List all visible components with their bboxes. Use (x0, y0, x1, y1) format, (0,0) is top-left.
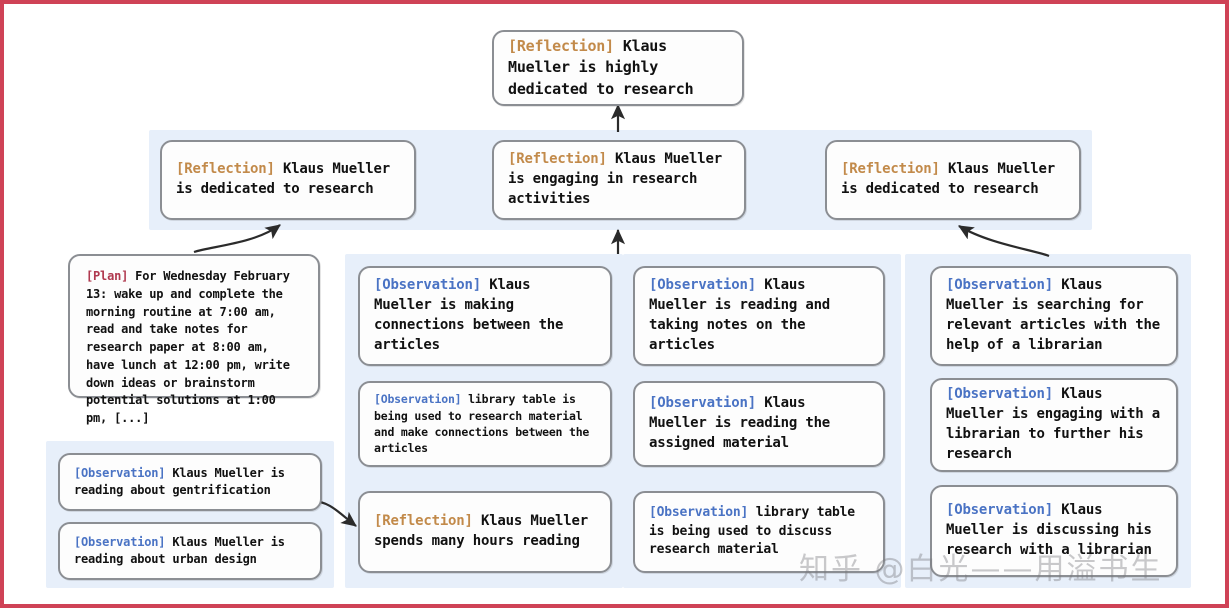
left-column-item-2[interactable]: [Observation] library table is being use… (358, 381, 612, 467)
bottom-left-observation-2[interactable]: [Observation] Klaus Mueller is reading a… (58, 522, 322, 580)
plan-tag: [Plan] (86, 269, 129, 283)
reflection-2-body: Klaus Mueller is engaging in research ac… (508, 151, 722, 207)
center-column-item-1-text: [Observation] Klaus Mueller is reading a… (649, 276, 869, 356)
center-column-item-3[interactable]: [Observation] library table is being use… (633, 491, 885, 573)
reflection-3-body: Klaus Mueller is dedicated to research (841, 161, 1055, 197)
center-column-item-2-text: [Observation] Klaus Mueller is reading t… (649, 394, 869, 454)
reflection-tag: [Reflection] (508, 37, 614, 56)
reflection-tag: [Reflection] (841, 161, 940, 178)
left-column-item-3-text: [Reflection] Klaus Mueller spends many h… (374, 512, 596, 552)
bottom-left-observation-1[interactable]: [Observation] Klaus Mueller is reading a… (58, 453, 322, 511)
center-column-item-2-body: Klaus Mueller is reading the assigned ma… (649, 395, 831, 451)
reflection-tag: [Reflection] (374, 513, 473, 530)
observation-tag: [Observation] (946, 502, 1053, 519)
reflection-node-3[interactable]: [Reflection] Klaus Mueller is dedicated … (825, 140, 1081, 220)
reflection-node-2[interactable]: [Reflection] Klaus Mueller is engaging i… (492, 140, 746, 220)
right-column-item-1-text: [Observation] Klaus Mueller is searching… (946, 276, 1162, 356)
right-column-item-2[interactable]: [Observation] Klaus Mueller is engaging … (930, 378, 1178, 472)
right-column-item-2-body: Klaus Mueller is engaging with a librari… (946, 386, 1160, 462)
arrow-right-column-to-right-reflection (958, 225, 1050, 258)
observation-tag: [Observation] (374, 277, 481, 294)
observation-tag: [Observation] (946, 386, 1053, 403)
reflection-3-text: [Reflection] Klaus Mueller is dedicated … (841, 160, 1065, 200)
left-column-item-1-text: [Observation] Klaus Mueller is making co… (374, 276, 596, 356)
left-column-item-3[interactable]: [Reflection] Klaus Mueller spends many h… (358, 491, 612, 573)
bottom-left-observation-1-text: [Observation] Klaus Mueller is reading a… (74, 465, 306, 499)
center-column-item-1-body: Klaus Mueller is reading and taking note… (649, 277, 831, 353)
observation-tag: [Observation] (74, 465, 166, 480)
reflection-tag: [Reflection] (176, 161, 275, 178)
right-column-item-1-body: Klaus Mueller is searching for relevant … (946, 277, 1160, 353)
right-column-item-3-text: [Observation] Klaus Mueller is discussin… (946, 501, 1162, 561)
plan-text: [Plan] For Wednesday February 13: wake u… (86, 268, 302, 428)
reflection-2-text: [Reflection] Klaus Mueller is engaging i… (508, 150, 730, 210)
bottom-left-observation-2-body: Klaus Mueller is reading about urban des… (74, 534, 285, 566)
reflection-1-text: [Reflection] Klaus Mueller is dedicated … (176, 160, 400, 200)
center-column-item-3-text: [Observation] library table is being use… (649, 504, 869, 559)
observation-tag: [Observation] (374, 392, 462, 407)
right-column-item-3[interactable]: [Observation] Klaus Mueller is discussin… (930, 485, 1178, 577)
root-reflection-text: [Reflection] Klaus Mueller is highly ded… (508, 36, 728, 100)
plan-body: For Wednesday February 13: wake up and c… (86, 269, 290, 425)
reflection-node-1[interactable]: [Reflection] Klaus Mueller is dedicated … (160, 140, 416, 220)
observation-tag: [Observation] (649, 277, 756, 294)
plan-node[interactable]: [Plan] For Wednesday February 13: wake u… (68, 254, 320, 425)
root-reflection-body: Klaus Mueller is highly dedicated to res… (508, 37, 694, 98)
reflection-1-body: Klaus Mueller is dedicated to research (176, 161, 390, 197)
root-reflection-node[interactable]: [Reflection] Klaus Mueller is highly ded… (492, 30, 744, 106)
center-column-item-2[interactable]: [Observation] Klaus Mueller is reading t… (633, 381, 885, 467)
center-column-item-1[interactable]: [Observation] Klaus Mueller is reading a… (633, 266, 885, 366)
observation-tag: [Observation] (649, 395, 756, 412)
right-column-item-1[interactable]: [Observation] Klaus Mueller is searching… (930, 266, 1178, 366)
bottom-left-observation-2-text: [Observation] Klaus Mueller is reading a… (74, 534, 306, 568)
center-column-item-3-body: library table is being used to discuss r… (649, 505, 855, 558)
left-column-item-1-body: Klaus Mueller is making connections betw… (374, 277, 564, 353)
observation-tag: [Observation] (649, 505, 749, 521)
observation-tag: [Observation] (74, 534, 166, 549)
left-column-item-2-body: library table is being used to research … (374, 392, 590, 456)
right-column-item-2-text: [Observation] Klaus Mueller is engaging … (946, 385, 1162, 465)
left-column-item-1[interactable]: [Observation] Klaus Mueller is making co… (358, 266, 612, 366)
observation-tag: [Observation] (946, 277, 1053, 294)
left-column-item-2-text: [Observation] library table is being use… (374, 391, 596, 456)
bottom-left-observation-1-body: Klaus Mueller is reading about gentrific… (74, 465, 285, 497)
reflection-tag: [Reflection] (508, 151, 607, 168)
right-column-item-3-body: Klaus Mueller is discussing his research… (946, 502, 1152, 558)
left-column-item-3-body: Klaus Mueller spends many hours reading (374, 513, 588, 549)
